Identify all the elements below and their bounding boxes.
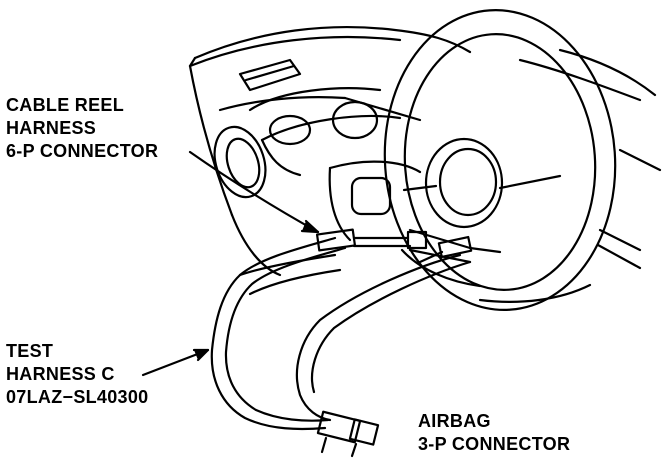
cable-reel-harness-label: CABLE REEL HARNESS 6-P CONNECTOR (6, 94, 158, 163)
steering-wheel (383, 9, 617, 311)
test-harness-label-line-3: 07LAZ−SL40300 (6, 387, 149, 407)
airbag-connector-label: AIRBAG 3-P CONNECTOR (418, 410, 570, 456)
test-harness-cable (210, 236, 472, 431)
hub-connector (418, 235, 473, 264)
leader-arrow-test-harness (141, 348, 210, 377)
cable-reel-label-line-1: CABLE REEL (6, 95, 125, 115)
left-air-vent (213, 125, 267, 199)
dashboard-outline (188, 25, 662, 277)
airbag-label-line-1: AIRBAG (418, 411, 491, 431)
leader-arrow-cable-reel (188, 150, 320, 234)
steering-hub (424, 137, 504, 229)
test-harness-label: TEST HARNESS C 07LAZ−SL40300 (6, 340, 148, 409)
cable-reel-label-line-2: HARNESS (6, 118, 97, 138)
instrument-cluster (248, 87, 402, 177)
cable-reel-label-line-3: 6-P CONNECTOR (6, 141, 159, 161)
airbag-3p-connector (316, 410, 380, 458)
test-harness-label-line-1: TEST (6, 341, 54, 361)
cable-reel-connector (315, 228, 428, 252)
top-dash-vent (238, 58, 302, 92)
test-harness-label-line-2: HARNESS C (6, 364, 115, 384)
airbag-label-line-2: 3-P CONNECTOR (418, 434, 571, 454)
